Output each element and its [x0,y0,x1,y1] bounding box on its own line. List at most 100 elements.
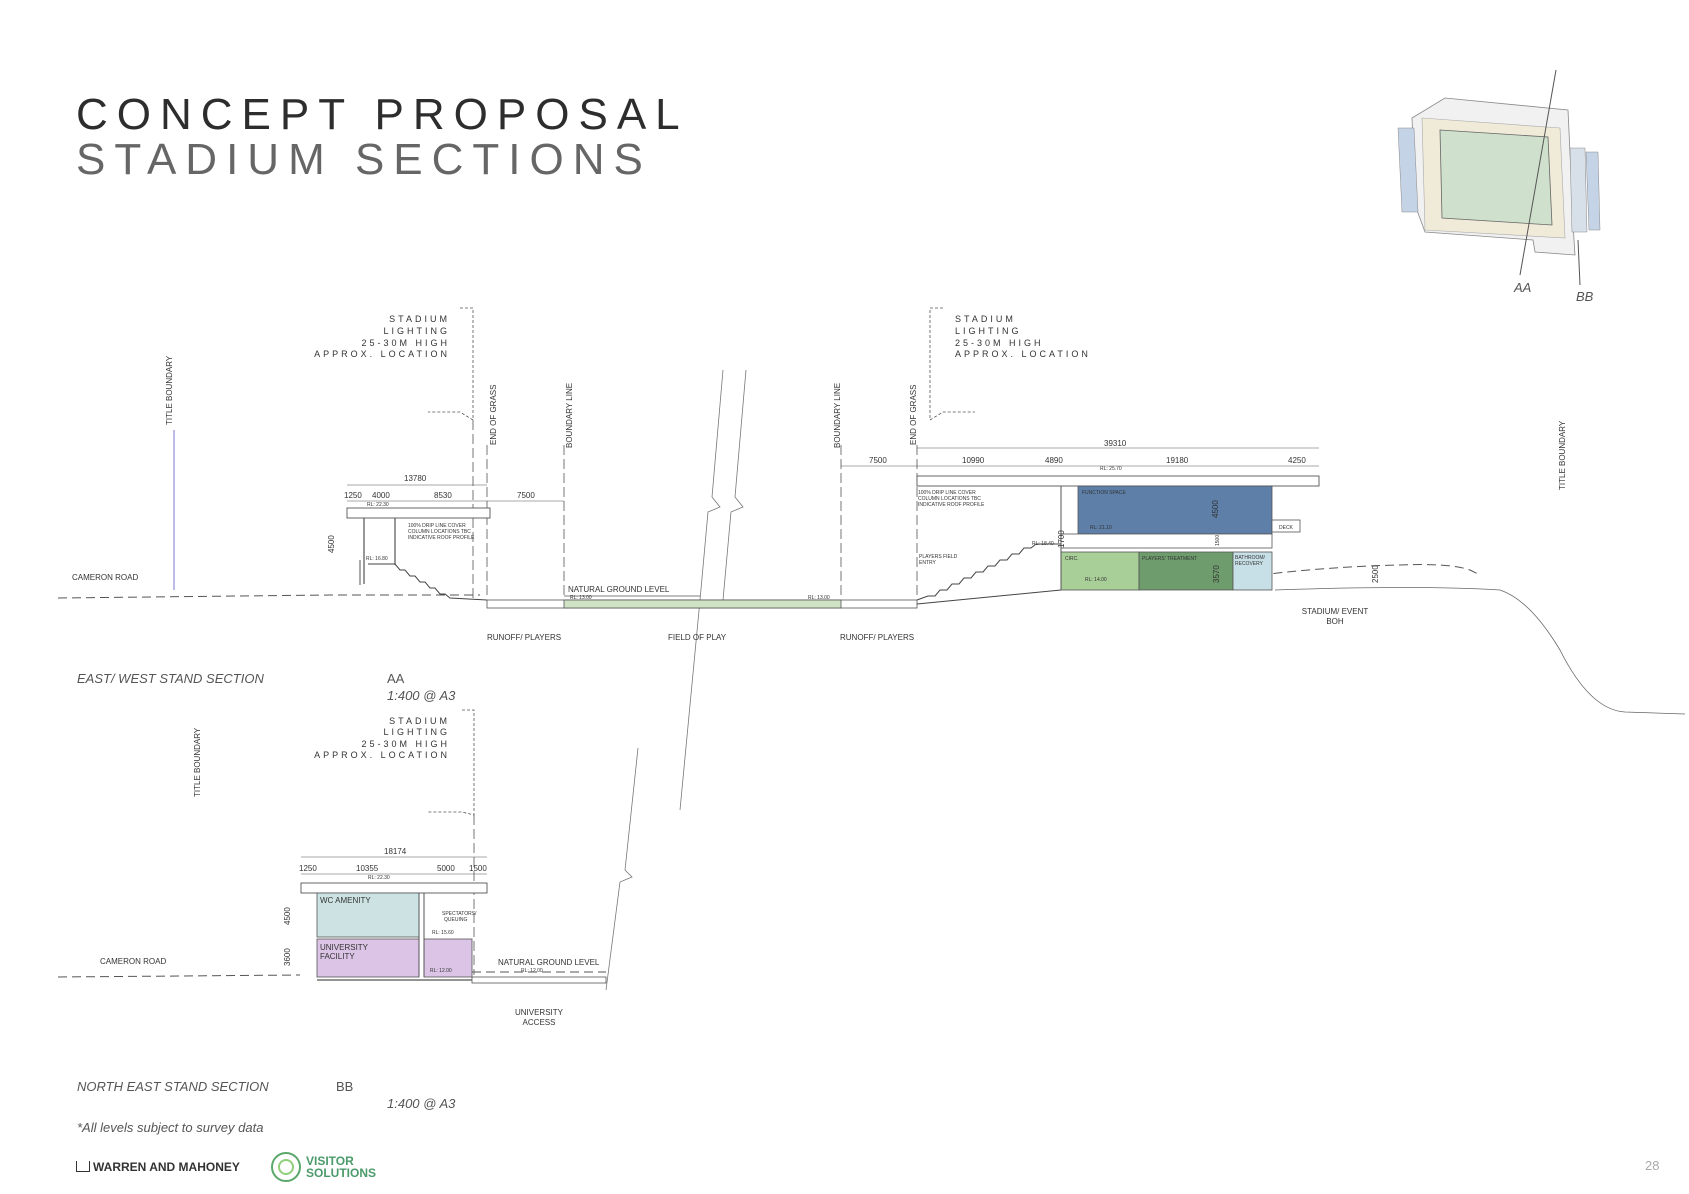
section-bb-scale: 1:400 @ A3 [387,1096,456,1111]
cameron-road-aa: CAMERON ROAD [72,573,138,582]
dim-right-a: 7500 [869,456,887,465]
rl-field-aa: RL: 13.00 [808,595,830,601]
warren-mahoney-text: WARREN AND MAHONEY [93,1160,240,1174]
natural-ground-label-bb: NATURAL GROUND LEVEL [498,958,600,967]
roof-note-right-3: INDICATIVE ROOF PROFILE [918,502,985,508]
lighting-right-line4: APPROX. LOCATION [955,349,1091,359]
dim-right-h2: 1700 [1057,530,1066,548]
runoff-left-label: RUNOFF/ PLAYERS [487,633,561,642]
right-stand-roof [916,475,1320,487]
dim-right-d: 19180 [1166,456,1189,465]
lighting-left-line2: LIGHTING [383,326,450,336]
university-facility-room [316,938,420,978]
footnote: *All levels subject to survey data [77,1120,264,1135]
spectators-label-1: SPECTATORS/ [442,911,477,917]
lighting-right-line2: LIGHTING [955,326,1022,336]
lighting-bb-line2: LIGHTING [383,727,450,737]
lighting-bb-line4: APPROX. LOCATION [314,750,450,760]
dim-left-b: 4000 [372,491,390,500]
natural-ground-label-aa: NATURAL GROUND LEVEL [568,585,670,594]
visitor-solutions-icon [271,1152,301,1182]
visitor-solutions-line2: SOLUTIONS [306,1166,377,1180]
university-facility-label-1: UNIVERSITY [320,943,369,952]
rl-bb-road: RL: 12.00 [521,968,543,974]
lighting-bb-line3: 25-30M HIGH [361,739,450,749]
section-bb-caption: NORTH EAST STAND SECTION [77,1079,269,1094]
dim-bb-a: 1250 [299,864,317,873]
section-bb: TITLE BOUNDARY STADIUM LIGHTING 25-30M H… [57,709,639,1027]
deck-label: DECK [1279,525,1294,531]
dim-right-h3: 1500 [1215,535,1221,546]
field-of-play-surface [563,599,842,609]
visitor-solutions-line1: VISITOR [306,1154,354,1168]
university-access-label-2: ACCESS [523,1018,556,1027]
section-aa-scale: 1:400 @ A3 [387,688,456,703]
stadium-boh-label-2: BOH [1326,617,1344,626]
end-of-grass-right-label: END OF GRASS [909,385,918,445]
dim-left-a: 1250 [344,491,362,500]
key-plan: AA BB [1397,69,1601,304]
players-entry-1: PLAYERS FIELD [919,554,958,560]
spectators-label-2: QUEUING [444,917,467,923]
lighting-bb-line1: STADIUM [389,716,450,726]
roof-note-left-3: INDICATIVE ROOF PROFILE [408,535,475,541]
bb-roof [300,882,488,894]
lighting-right-line3: 25-30M HIGH [955,338,1044,348]
function-space-label: FUNCTION SPACE [1082,490,1126,496]
lighting-left-line4: APPROX. LOCATION [314,349,450,359]
rl-stand: RL: 18.40 [1032,541,1054,547]
stadium-boh-label-1: STADIUM/ EVENT [1302,607,1369,616]
dim-right-e: 4250 [1288,456,1306,465]
field-of-play-label: FIELD OF PLAY [668,633,727,642]
circ-label: CIRC. [1065,556,1079,562]
bathroom-label-1: BATHROOM/ [1235,555,1266,561]
cameron-road-bb: CAMERON ROAD [100,957,166,966]
roof-note-left-2: COLUMN LOCATIONS TBC [408,529,471,535]
wm-icon [76,1161,90,1172]
rl-bb-ground: RL: 12.00 [430,968,452,974]
rl-func: RL: 21.10 [1090,525,1112,531]
wc-amenity-label: WC AMENITY [320,896,371,905]
wc-amenity-room [316,892,420,938]
rl-bb-mid: RL: 15.60 [432,930,454,936]
key-plan-pitch [1439,129,1553,226]
title-boundary-right-label: TITLE BOUNDARY [1558,420,1567,490]
lighting-right-line1: STADIUM [955,314,1016,324]
roof-note-right-1: 100% DRIP LINE COVER [918,490,976,496]
rl-roof-right: RL: 25.70 [1100,466,1122,472]
players-treatment-label: PLAYERS' TREATMENT [1142,556,1197,562]
section-aa-code: AA [387,671,405,686]
rl-ground-aa: RL: 13.00 [570,595,592,601]
lighting-left-line1: STADIUM [389,314,450,324]
section-bb-code: BB [336,1079,354,1094]
dim-right-h4: 3570 [1212,565,1221,583]
dim-right-h1: 4500 [1211,500,1220,518]
page-title-line1: CONCEPT PROPOSAL [76,90,689,139]
page-number: 28 [1645,1158,1660,1173]
key-plan-bb-line [1577,239,1581,286]
roof-note-right-2: COLUMN LOCATIONS TBC [918,496,981,502]
dim-right-b: 10990 [962,456,985,465]
key-plan-bb-label: BB [1576,289,1594,304]
warren-mahoney-logo: WARREN AND MAHONEY [76,1160,240,1174]
dim-right-h5: 2500 [1371,565,1380,583]
runoff-right-label: RUNOFF/ PLAYERS [840,633,914,642]
section-aa: TITLE BOUNDARY TITLE BOUNDARY STADIUM LI… [57,307,1686,811]
key-plan-aa-label: AA [1513,280,1531,295]
rl-bb-roof: RL: 22.30 [368,875,390,881]
dim-right-overall: 39310 [1104,439,1127,448]
boundary-line-left-label: BOUNDARY LINE [565,383,574,448]
title-boundary-bb-label: TITLE BOUNDARY [193,727,202,797]
visitor-solutions-logo: VISITOR SOLUTIONS [270,1150,376,1189]
dim-left-c: 8530 [434,491,452,500]
page-title-line2: STADIUM SECTIONS [76,135,652,184]
end-of-grass-left-label: END OF GRASS [489,385,498,445]
players-entry-2: ENTRY [919,560,937,566]
players-treatment-room [1138,551,1234,591]
dim-right-c: 4890 [1045,456,1063,465]
dim-bb-h2: 3600 [283,948,292,966]
roof-note-left-1: 100% DRIP LINE COVER [408,523,466,529]
bathroom-recovery-room [1232,551,1273,591]
left-stand-roof [346,507,491,519]
